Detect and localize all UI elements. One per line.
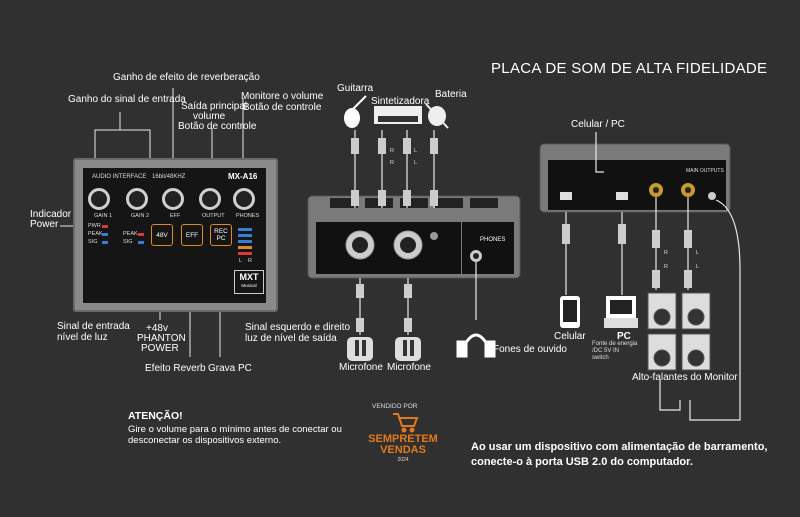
label-monitor-2: Botão de controle: [243, 102, 322, 113]
mxt-logo: MXT Musical: [234, 270, 264, 294]
synth-icon: [374, 106, 422, 124]
bus-note-line1: Ao usar um dispositivo com alimentação d…: [471, 441, 768, 453]
microphone-icons: [347, 337, 421, 361]
rec-pc-button[interactable]: REC PC: [210, 224, 232, 246]
label-monitors: Alto-falantes do Monitor: [632, 372, 738, 383]
knob-label: OUTPUT: [202, 213, 225, 219]
label-guitar: Guitarra: [337, 83, 374, 94]
level-led: [238, 252, 252, 255]
channel-r: R: [390, 160, 394, 166]
led-label: SIG: [123, 239, 133, 245]
lr-label: L: [239, 258, 243, 264]
logo-text: MXT: [239, 272, 259, 282]
gain1-knob[interactable]: [88, 188, 110, 210]
label-signal-in-1: Sinal de entrada: [57, 321, 130, 332]
warning-heading: ATENÇÃO!: [128, 410, 183, 422]
power-2: /DC 5V IN: [592, 348, 620, 354]
bus-note: Ao usar um dispositivo com alimentação d…: [471, 440, 767, 470]
level-led: [238, 228, 252, 231]
headphones-icon: [456, 333, 496, 358]
label-signal-in-2: nível de luz: [57, 332, 108, 343]
sig2-led: [138, 241, 144, 244]
label-monitor-1: Monitore o volume: [241, 91, 324, 102]
label-main-out-3: Botão de controle: [178, 121, 257, 132]
label-celular: Celular: [554, 331, 586, 342]
channel-l: L: [696, 264, 700, 270]
logo-sub: Musical: [241, 283, 257, 288]
power-3: switch: [592, 355, 609, 361]
phantom-48v-button[interactable]: 48V: [151, 224, 173, 246]
label-lr-1: Sinal esquerdo e direito: [245, 322, 351, 333]
label-phones: Fones de ouvido: [493, 344, 567, 355]
channel-r: R: [664, 250, 668, 256]
bus-note-line2: conecte-o à porta USB 2.0 do computador.: [471, 456, 693, 468]
output-knob[interactable]: [199, 188, 221, 210]
label-mic-2: Microfone: [387, 362, 431, 373]
knob-label: GAIN 2: [131, 213, 150, 219]
sold-by: VENDIDO POR: [372, 403, 418, 410]
phones-knob[interactable]: [233, 188, 255, 210]
led-label: SIG: [88, 239, 98, 245]
device-header: AUDIO INTERFACE: [92, 174, 147, 180]
knob-label: EFF: [170, 213, 181, 219]
page-title: PLACA DE SOM DE ALTA FIDELIDADE: [491, 60, 768, 77]
label-phone-pc: Celular / PC: [571, 119, 625, 130]
level-led: [238, 234, 252, 237]
phones-panel-label: PHONES: [480, 237, 506, 243]
seller-year: 2024: [397, 457, 409, 463]
gain2-knob[interactable]: [126, 188, 148, 210]
label-mic-1: Microfone: [339, 362, 383, 373]
device-model: MX-A16: [228, 172, 258, 181]
level-led: [238, 246, 252, 249]
channel-r: R: [664, 264, 668, 270]
label-pc: PC: [617, 331, 631, 342]
eff-button[interactable]: EFF: [181, 224, 203, 246]
pc-icon: [604, 296, 638, 328]
label-indicator-1: Indicador: [30, 209, 72, 220]
label-phantom-3: POWER: [141, 343, 179, 354]
eff-knob[interactable]: [162, 188, 184, 210]
label-indicator-2: Power: [30, 219, 59, 230]
cart-icon: [393, 413, 419, 433]
main-outputs-label: MAIN OUTPUTS: [686, 168, 724, 174]
channel-l: L: [414, 160, 418, 166]
level-led: [238, 240, 252, 243]
label-phantom-2: PHANTON: [137, 333, 186, 344]
label-drums: Bateria: [435, 89, 467, 100]
label-main-out-2: volume: [193, 111, 226, 122]
rear-device: [539, 143, 731, 213]
speaker-icons: [647, 292, 711, 371]
label-phantom-1: +48v: [146, 323, 168, 334]
seller-name: SEMPRETEM VENDAS: [368, 433, 438, 456]
middle-device: [307, 195, 521, 279]
pwr-led: [102, 225, 108, 228]
label-gain-reverb: Ganho de efeito de reverberação: [113, 72, 260, 83]
sig-led: [102, 241, 108, 244]
guitar-icon: [344, 95, 367, 128]
led-label: PEAK: [88, 231, 103, 237]
label-lr-2: luz de nível de saída: [245, 333, 337, 344]
power-1: Fonte de energia: [592, 341, 638, 347]
knob-label: GAIN 1: [94, 213, 113, 219]
warning-text: Gire o volume para o mínimo antes de con…: [128, 424, 342, 446]
channel-l: L: [414, 148, 418, 154]
label-record-pc: Grava PC: [208, 363, 252, 374]
lr-label: R: [248, 258, 252, 264]
channel-r: R: [390, 148, 394, 154]
label-gain-input: Ganho do sinal de entrada: [68, 94, 186, 105]
knob-label: PHONES: [236, 213, 260, 219]
label-synth: Sintetizadora: [371, 96, 430, 107]
peak-led: [102, 233, 108, 236]
led-label: PWR: [88, 223, 101, 229]
drums-icon: [425, 103, 449, 129]
label-reverb: Efeito Reverb: [145, 363, 206, 374]
channel-l: L: [696, 250, 700, 256]
label-main-out-1: Saída principal: [181, 101, 248, 112]
peak2-led: [138, 233, 144, 236]
led-label: PEAK: [123, 231, 138, 237]
device-spec: 16bit/48KHZ: [152, 174, 186, 180]
